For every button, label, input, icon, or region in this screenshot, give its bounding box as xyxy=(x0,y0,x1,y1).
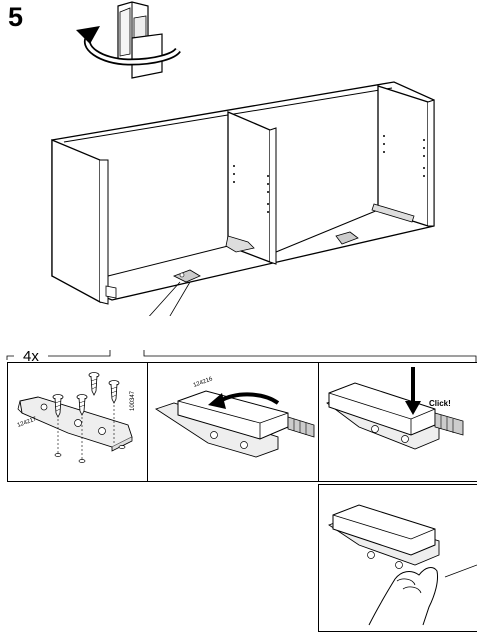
panel-release-damper xyxy=(318,484,477,632)
quantity-label: 4x xyxy=(20,349,42,364)
plate-screws-drawing: 124217 100347 xyxy=(17,372,136,463)
callout-frame-line xyxy=(6,350,477,362)
damper-part-number: 124216 xyxy=(193,376,214,389)
attach-damper-drawing: 124216 xyxy=(154,376,315,458)
click-label: Click! xyxy=(429,399,451,408)
panel-attach-damper: 124216 xyxy=(147,362,320,482)
panel-click-damper: Click! xyxy=(318,362,477,482)
panel-plate-screws: 124217 100347 xyxy=(7,362,149,482)
release-damper-drawing xyxy=(328,504,477,626)
screw-part-number: 100347 xyxy=(130,390,136,411)
rotate-cabinet-icon xyxy=(76,1,181,79)
click-damper-drawing xyxy=(326,367,464,450)
plate-part-number: 124217 xyxy=(17,416,38,429)
cabinet-illustration xyxy=(51,81,435,316)
step-number: 5 xyxy=(8,2,24,32)
